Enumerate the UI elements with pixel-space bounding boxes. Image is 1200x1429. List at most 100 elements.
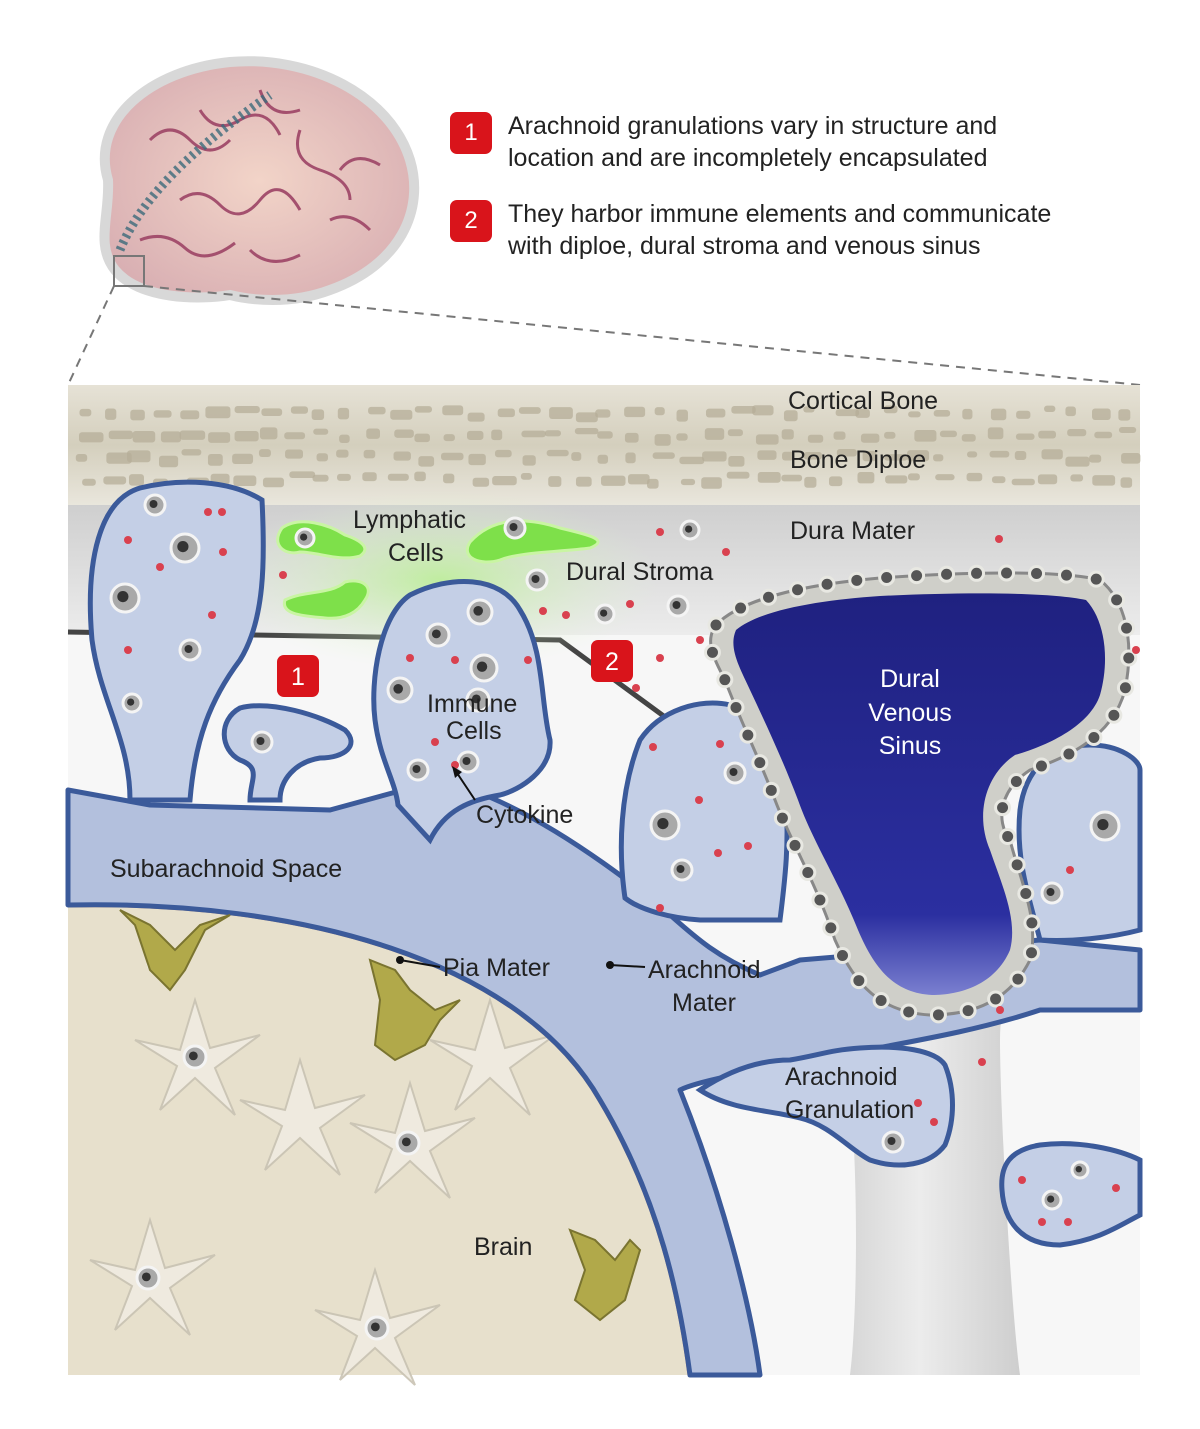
pointer-lines: [396, 766, 646, 969]
cell-nucleus: [676, 865, 685, 873]
diploe-pore: [366, 428, 380, 439]
diploe-pore: [179, 430, 206, 440]
diploe-pore: [232, 453, 254, 465]
cytokine-dot: [649, 743, 657, 751]
cytokine-dot: [219, 548, 227, 556]
endothelial-cell: [822, 919, 840, 937]
endothelial-cell: [1057, 566, 1075, 584]
neuron: [429, 996, 556, 1116]
brain-inset: [99, 56, 420, 305]
endothelial-cell: [732, 599, 750, 617]
cell-nucleus: [531, 575, 540, 583]
endothelial-cell: [811, 891, 829, 909]
endothelial-cell: [1009, 970, 1027, 988]
endothelial-cell: [938, 565, 956, 583]
diploe-pore: [497, 408, 515, 418]
cell-nucleus: [600, 609, 608, 617]
diploe-pore: [676, 409, 688, 422]
cytokine-dot: [1064, 1218, 1072, 1226]
diploe-pore: [105, 408, 117, 420]
diploe-pore: [679, 456, 705, 465]
diploe-pore: [705, 408, 726, 418]
endothelial-cell: [727, 699, 745, 717]
cytokine-dot: [451, 761, 459, 769]
endothelial-cell: [929, 1006, 947, 1024]
endothelial-cell: [987, 990, 1005, 1008]
endothelial-cell: [818, 575, 836, 593]
endothelial-cell: [762, 781, 780, 799]
cell-nucleus: [509, 523, 518, 531]
legend-item-2: 2 They harbor immune elements and commun…: [450, 198, 1170, 262]
diploe-pore: [1118, 427, 1137, 434]
diploe-pore: [394, 429, 414, 438]
diploe-pore: [1041, 449, 1063, 460]
label-sinus-3: Sinus: [879, 732, 942, 760]
cytokine-dot: [562, 611, 570, 619]
cell-nucleus: [300, 533, 308, 541]
diploe-pore: [883, 405, 898, 414]
diploe-pore: [108, 430, 133, 440]
label-immune-2: Cells: [446, 717, 502, 745]
diploe-pore: [491, 429, 503, 441]
endothelial-cell: [1105, 706, 1123, 724]
marker-1: 1: [277, 655, 319, 697]
diploe-pore: [571, 452, 582, 461]
diploe-pore: [312, 474, 329, 482]
diploe-pore: [989, 450, 1010, 458]
label-pia-mater: Pia Mater: [443, 954, 550, 982]
diploe-pore: [393, 451, 411, 461]
endothelial-cell: [900, 1003, 918, 1021]
zoom-line-right: [143, 285, 1141, 386]
diploe-pore: [1067, 428, 1087, 437]
diploe-pore: [160, 431, 182, 443]
cytokine-dot: [204, 508, 212, 516]
diploe-pore: [855, 408, 870, 418]
diploe-pore: [1092, 475, 1116, 486]
diploe-pore: [860, 433, 880, 443]
cell-nucleus: [1097, 819, 1109, 831]
endothelial-cell: [999, 828, 1017, 846]
diploe-pore: [728, 455, 745, 467]
cell-nucleus: [1047, 1195, 1055, 1203]
diploe-pore: [494, 449, 512, 458]
label-dural-stroma: Dural Stroma: [566, 558, 713, 586]
label-granulation-1: Arachnoid: [785, 1063, 898, 1091]
diploe-pore: [336, 449, 349, 458]
cytokine-dot: [714, 849, 722, 857]
cell-nucleus: [1075, 1166, 1083, 1173]
endothelial-cell: [1116, 679, 1134, 697]
endothelial-cell: [1028, 564, 1046, 582]
endothelial-cell: [1017, 885, 1035, 903]
diploe-pore: [782, 451, 794, 461]
cell-nucleus: [685, 525, 693, 533]
diploe-pore: [1011, 478, 1035, 486]
diploe-pore: [933, 454, 944, 462]
diploe-pore: [1089, 454, 1102, 463]
cell-nucleus: [117, 591, 129, 603]
endothelial-cell: [908, 567, 926, 585]
cell-nucleus: [370, 1322, 380, 1332]
endothelial-cell: [1007, 772, 1025, 790]
cytokine-dot: [1038, 1218, 1046, 1226]
diploe-pore: [731, 406, 756, 414]
label-lymphatic-2: Cells: [388, 539, 444, 567]
diploe-pore: [907, 473, 920, 481]
legend-text-1: Arachnoid granulations vary in structure…: [508, 110, 1148, 174]
cell-nucleus: [188, 1051, 198, 1061]
label-lymphatic-1: Lymphatic: [353, 506, 466, 534]
endothelial-cell: [1118, 619, 1136, 637]
legend-text-2-line2: with diploe, dural stroma and venous sin…: [508, 232, 981, 260]
endothelial-cell: [751, 754, 769, 772]
cell-nucleus: [401, 1137, 411, 1147]
diploe-pore: [521, 430, 546, 438]
pial-cell: [568, 1228, 642, 1322]
endothelial-cell: [789, 581, 807, 599]
diploe-pore: [676, 433, 688, 441]
endothelial-cell: [799, 864, 817, 882]
diploe-pore: [647, 478, 659, 489]
diploe-pore: [781, 474, 803, 482]
cytokine-dot: [744, 842, 752, 850]
endothelial-cell: [716, 671, 734, 689]
diploe-pore: [387, 473, 409, 481]
cell-nucleus: [729, 768, 738, 776]
